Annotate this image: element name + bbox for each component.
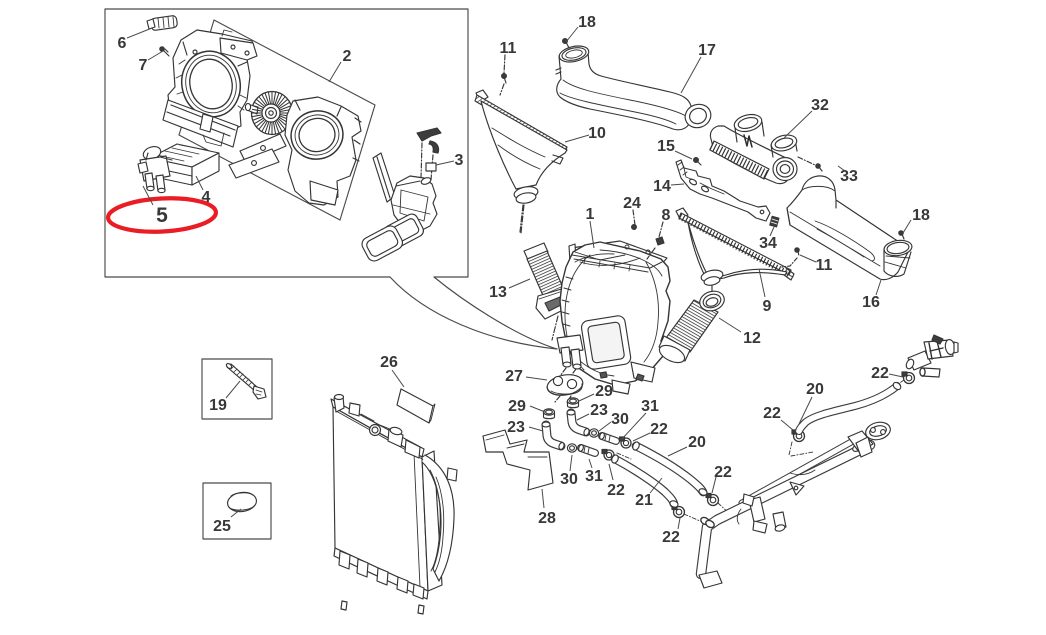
svg-text:27: 27 [505, 368, 523, 385]
svg-text:25: 25 [213, 518, 231, 535]
svg-text:15: 15 [657, 138, 675, 155]
svg-text:30: 30 [560, 471, 578, 488]
svg-text:17: 17 [698, 42, 716, 59]
svg-text:32: 32 [811, 97, 829, 114]
svg-text:22: 22 [650, 421, 668, 438]
svg-text:28: 28 [538, 510, 556, 527]
svg-text:11: 11 [500, 40, 517, 57]
svg-text:23: 23 [507, 419, 525, 436]
svg-text:22: 22 [871, 365, 889, 382]
svg-text:7: 7 [139, 57, 148, 74]
svg-text:2: 2 [343, 48, 352, 65]
svg-text:24: 24 [623, 195, 641, 212]
svg-text:20: 20 [806, 381, 824, 398]
svg-text:34: 34 [759, 235, 777, 252]
svg-text:3: 3 [455, 152, 464, 169]
svg-text:29: 29 [508, 398, 526, 415]
svg-text:31: 31 [585, 468, 603, 485]
svg-text:33: 33 [840, 168, 858, 185]
svg-text:4: 4 [202, 189, 211, 206]
svg-text:20: 20 [688, 434, 706, 451]
svg-text:14: 14 [653, 178, 671, 195]
svg-text:18: 18 [578, 14, 596, 31]
svg-text:9: 9 [763, 298, 772, 315]
svg-text:31: 31 [641, 398, 659, 415]
svg-text:5: 5 [156, 204, 168, 227]
svg-text:23: 23 [590, 402, 608, 419]
svg-text:6: 6 [118, 35, 127, 52]
svg-text:11: 11 [816, 257, 833, 274]
svg-text:16: 16 [862, 294, 880, 311]
svg-text:21: 21 [635, 492, 653, 509]
svg-text:19: 19 [209, 397, 227, 414]
svg-text:22: 22 [607, 482, 625, 499]
svg-text:29: 29 [595, 383, 613, 400]
svg-text:30: 30 [611, 411, 629, 428]
svg-text:22: 22 [714, 464, 732, 481]
svg-text:18: 18 [912, 207, 930, 224]
svg-text:10: 10 [588, 125, 606, 142]
svg-text:8: 8 [662, 207, 671, 224]
svg-text:22: 22 [662, 529, 680, 546]
svg-text:22: 22 [763, 405, 781, 422]
svg-text:1: 1 [586, 206, 595, 223]
svg-text:12: 12 [743, 330, 761, 347]
svg-text:13: 13 [489, 284, 507, 301]
svg-text:26: 26 [380, 354, 398, 371]
